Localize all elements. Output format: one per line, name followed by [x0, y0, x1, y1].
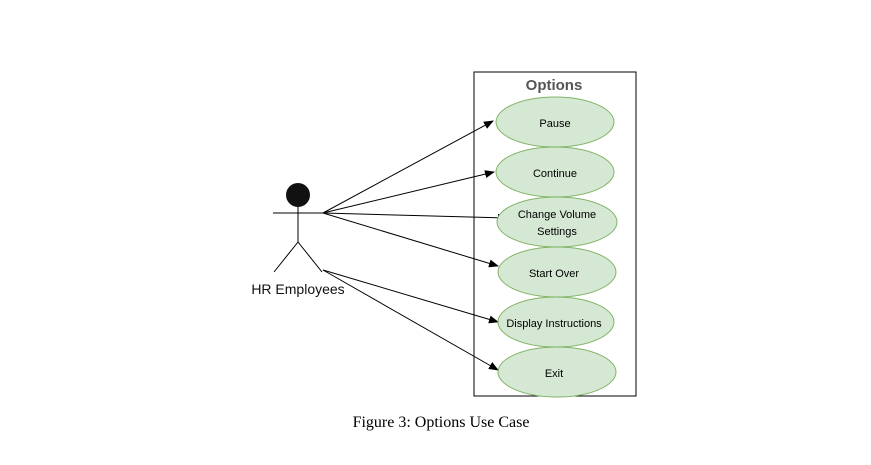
association-continue [322, 170, 495, 214]
association-start-over [322, 212, 499, 268]
use-case-exit-label: Exit [545, 368, 563, 380]
use-case-continue: Continue [495, 146, 615, 198]
use-case-start-over-label: Start Over [529, 268, 579, 280]
use-case-continue-label: Continue [533, 168, 577, 180]
actor-right-leg [297, 241, 323, 273]
use-case-pause-label: Pause [539, 118, 570, 130]
associations [322, 120, 508, 371]
use-case-change-volume-settings-label-line1: Change Volume [518, 209, 596, 221]
use-case-display-instructions-label: Display Instructions [506, 318, 602, 330]
association-exit [322, 269, 499, 371]
actor-label: HR Employees [251, 281, 344, 297]
use-case-start-over: Start Over [497, 246, 617, 298]
association-change-volume-settings [322, 212, 508, 222]
actor-head [286, 183, 310, 207]
use-case-pause: Pause [495, 96, 615, 148]
association-display-instructions [322, 269, 499, 324]
use-case-exit: Exit [497, 346, 617, 398]
association-pause [322, 120, 494, 214]
actor-hr-employees: HR Employees [251, 183, 345, 297]
use-case-change-volume-settings: Change Volume Settings [496, 196, 618, 248]
use-case-display-instructions: Display Instructions [497, 296, 615, 348]
figure-caption: Figure 3: Options Use Case [352, 414, 530, 431]
use-case-change-volume-settings-label-line2: Settings [537, 226, 577, 238]
actor-left-leg [273, 241, 299, 273]
use-case-exit-shape [497, 346, 617, 398]
use-case-change-volume-settings-shape [496, 196, 618, 248]
system-title: Options [526, 77, 583, 94]
